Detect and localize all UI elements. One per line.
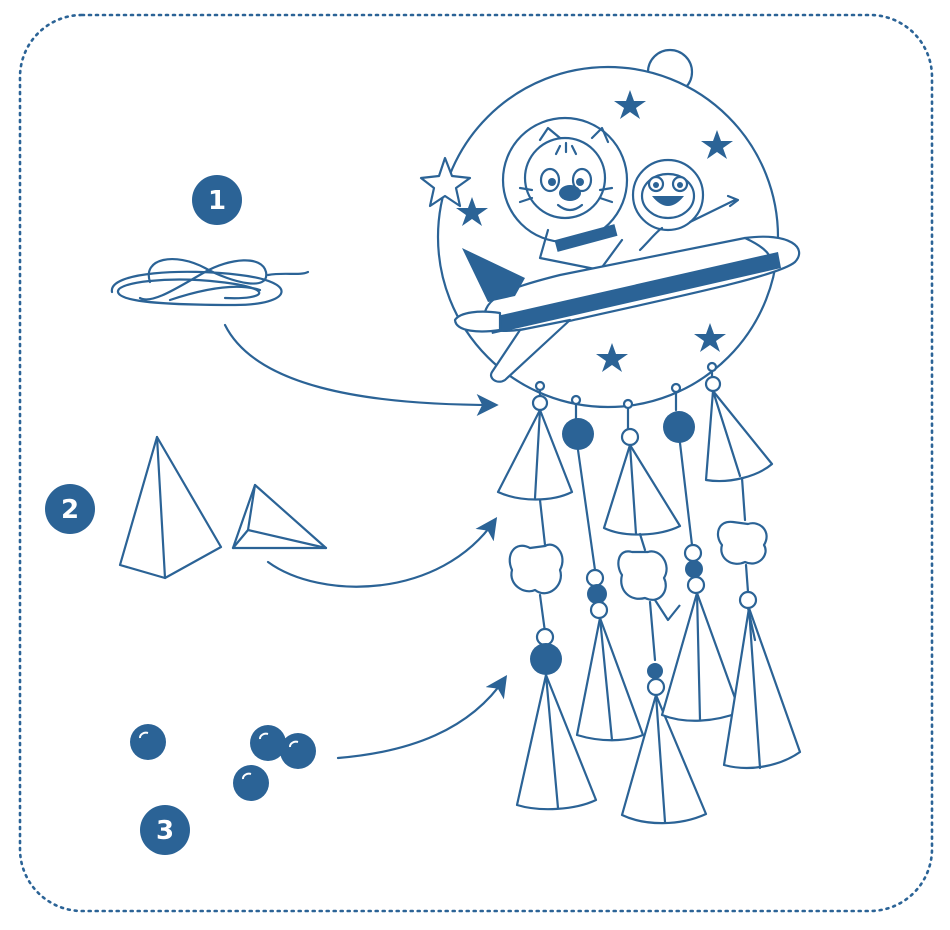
arrow-2 (266, 516, 498, 588)
step-3-number: 3 (156, 816, 174, 846)
string-icon (110, 258, 310, 307)
strand-5 (704, 361, 802, 770)
step-2-number: 2 (61, 495, 79, 525)
space-mobile-illustration (419, 48, 802, 825)
star-outline-icon (419, 156, 472, 208)
bead-icon (130, 724, 316, 801)
strand-3 (602, 398, 708, 825)
step-3-badge: 3 (140, 805, 190, 855)
dotted-frame (18, 13, 934, 913)
star-icon (596, 343, 628, 372)
step-1-badge: 1 (192, 175, 242, 225)
arrow-1 (223, 323, 499, 416)
tiger-astronaut (501, 116, 629, 272)
star-icon (614, 90, 646, 119)
strand-4 (660, 382, 742, 722)
paper-cone-icon (118, 435, 328, 580)
star-icon (694, 323, 726, 352)
strand-1 (496, 380, 598, 811)
strand-2 (562, 394, 645, 742)
frog-astronaut (631, 158, 740, 252)
star-icon (456, 197, 488, 226)
step-1-number: 1 (208, 186, 226, 216)
star-icon (701, 130, 733, 159)
step-2-badge: 2 (45, 484, 95, 534)
airplane (453, 235, 801, 383)
arrow-3 (336, 674, 508, 760)
